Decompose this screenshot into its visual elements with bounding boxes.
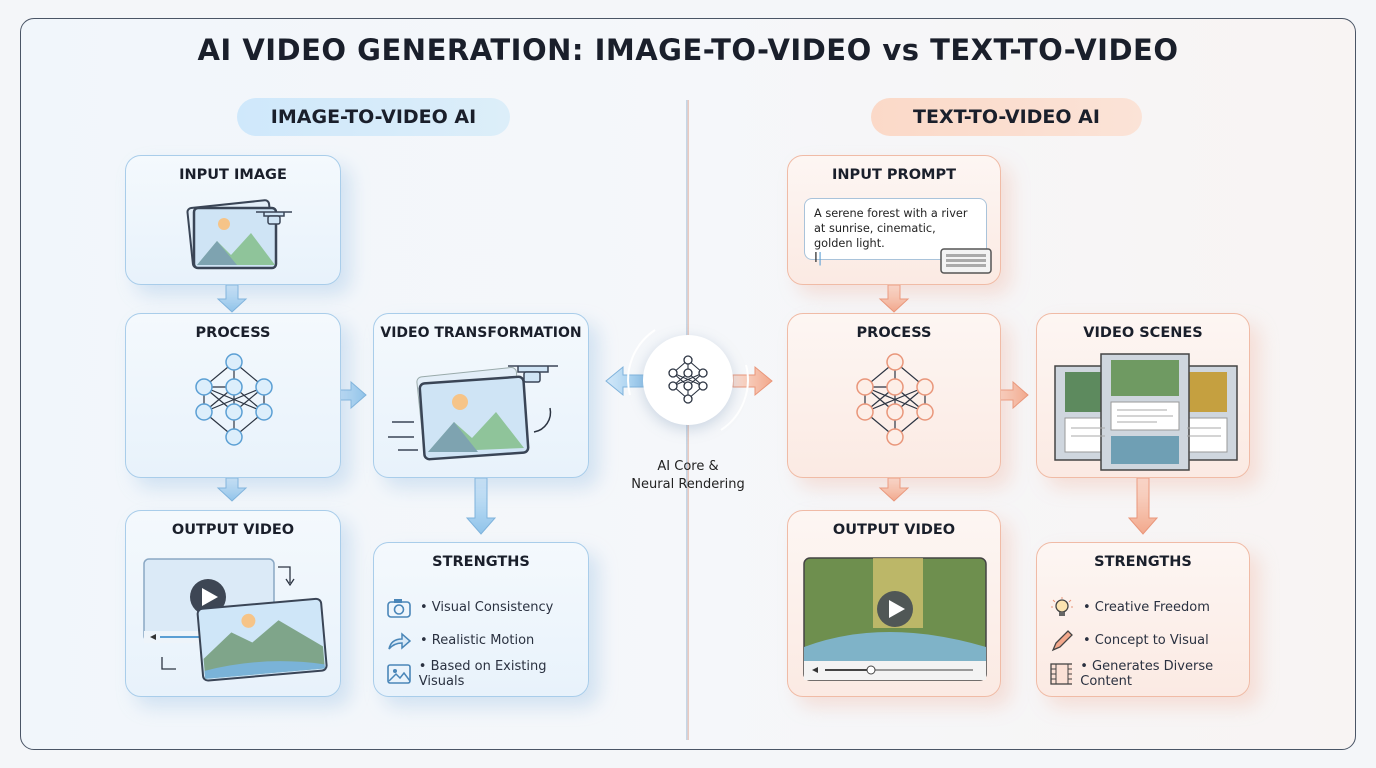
input-prompt-title: INPUT PROMPT <box>832 167 956 183</box>
video-player-with-landscape-icon <box>143 558 328 682</box>
arrow-forward-icon <box>388 631 412 650</box>
prompt-text: A serene forest with a river at sunrise,… <box>814 207 968 250</box>
input-image-title: INPUT IMAGE <box>179 167 287 183</box>
forest-video-player-icon <box>803 557 987 681</box>
strength-item: • Based on Existing Visuals <box>386 657 588 690</box>
film-icon <box>1050 662 1073 685</box>
process-box-right: PROCESS <box>787 313 1001 478</box>
neural-network-icon <box>668 355 708 404</box>
neural-network-icon <box>195 353 273 446</box>
arrow-down-scenes-to-strengths <box>1127 477 1159 535</box>
output-video-box-right: OUTPUT VIDEO <box>787 510 1001 697</box>
landscape-image-with-drone-icon <box>186 199 292 270</box>
text-to-video-heading: TEXT-TO-VIDEO AI <box>871 98 1142 136</box>
neural-network-icon <box>856 353 934 446</box>
output-video-title-left: OUTPUT VIDEO <box>171 522 295 538</box>
ai-core-circle <box>643 335 733 425</box>
strength-label: • Generates Diverse Content <box>1080 658 1214 689</box>
arrow-left-core-to-left <box>605 365 646 397</box>
process-title-left: PROCESS <box>195 325 271 341</box>
input-image-box: INPUT IMAGE <box>125 155 341 285</box>
video-transformation-box: VIDEO TRANSFORMATION <box>373 313 589 478</box>
ai-core-label: AI Core & Neural Rendering <box>600 458 776 494</box>
core-orbit-arrows <box>627 329 749 431</box>
strength-label: • Based on Existing Visuals <box>418 658 547 689</box>
arrow-down-process-to-output-right <box>878 477 910 502</box>
input-prompt-box: INPUT PROMPT A serene forest with a rive… <box>787 155 1001 285</box>
lightbulb-icon <box>1051 596 1073 616</box>
strength-label: • Visual Consistency <box>420 600 554 615</box>
arrow-down-prompt-to-process <box>878 284 910 313</box>
page-title: AI VIDEO GENERATION: IMAGE-TO-VIDEO vs T… <box>197 33 1179 67</box>
video-scenes-box: VIDEO SCENES <box>1036 313 1250 478</box>
process-title-right: PROCESS <box>856 325 932 341</box>
text-cursor-icon: I| <box>814 251 823 266</box>
output-video-box-left: OUTPUT VIDEO <box>125 510 341 697</box>
strengths-box-right: STRENGTHS • Creative Freedom • Concept t… <box>1036 542 1250 697</box>
arrow-down-input-to-process <box>216 284 248 313</box>
image-to-video-heading: IMAGE-TO-VIDEO AI <box>237 98 510 136</box>
ai-core-label-line1: AI Core & <box>657 459 719 474</box>
moving-image-with-drone-icon <box>388 365 558 461</box>
strength-item: • Creative Freedom <box>1049 591 1249 624</box>
strengths-box-left: STRENGTHS • Visual Consistency • Realist… <box>373 542 589 697</box>
strength-item: • Concept to Visual <box>1049 624 1249 657</box>
strength-label: • Concept to Visual <box>1083 633 1209 648</box>
strength-item: • Generates Diverse Content <box>1049 657 1249 690</box>
video-scenes-title: VIDEO SCENES <box>1083 325 1203 341</box>
ai-core-label-line2: Neural Rendering <box>631 477 745 492</box>
image-icon <box>387 663 411 684</box>
keyboard-icon <box>940 248 992 274</box>
pencil-icon <box>1051 629 1073 651</box>
strengths-title-left: STRENGTHS <box>432 554 530 570</box>
strength-label: • Creative Freedom <box>1083 600 1210 615</box>
arrow-down-transform-to-strengths <box>465 477 497 535</box>
strengths-title-right: STRENGTHS <box>1094 554 1192 570</box>
strength-item: • Visual Consistency <box>386 591 588 624</box>
film-strip-scenes-icon <box>1054 353 1238 471</box>
arrow-down-process-to-output <box>216 477 248 502</box>
output-video-title-right: OUTPUT VIDEO <box>832 522 956 538</box>
process-box-left: PROCESS <box>125 313 341 478</box>
strength-item: • Realistic Motion <box>386 624 588 657</box>
camera-icon <box>387 598 411 618</box>
video-transformation-title: VIDEO TRANSFORMATION <box>380 325 582 341</box>
arrow-right-core-to-right <box>732 365 773 397</box>
strength-label: • Realistic Motion <box>420 633 535 648</box>
